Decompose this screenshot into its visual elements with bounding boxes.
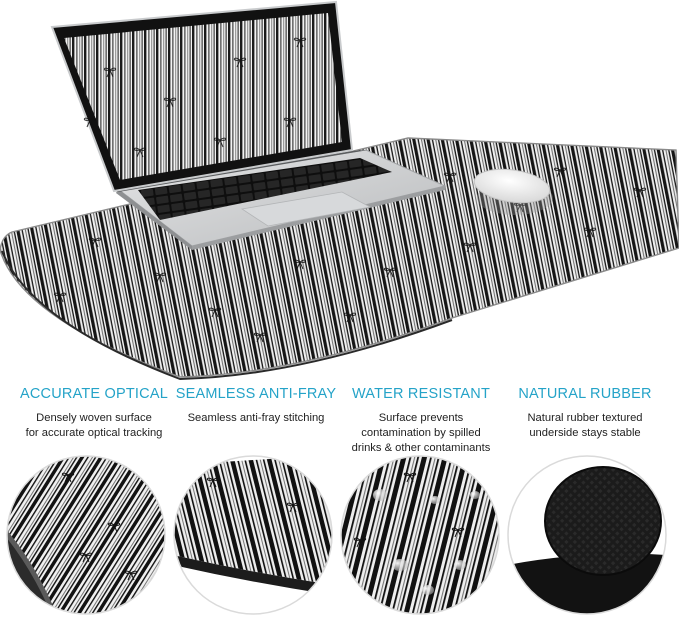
feature-description: Surface prevents contamination by spille… — [336, 411, 506, 456]
feature-description: Densely woven surface for accurate optic… — [9, 411, 179, 441]
water-droplets-closeup — [340, 455, 500, 615]
feature-description-line: Seamless anti-fray stitching — [187, 412, 325, 424]
rubber-base-closeup — [507, 455, 667, 615]
feature-description: Natural rubber textured underside stays … — [500, 411, 670, 441]
feature-title: NATURAL RUBBER — [518, 386, 652, 402]
stitched-edge-closeup — [173, 455, 333, 615]
feature-title: SEAMLESS ANTI-FRAY — [175, 386, 337, 402]
feature-description-line: Densely woven surface — [36, 412, 152, 424]
feature-description-line: for accurate optical tracking — [25, 427, 163, 439]
feature-water-resistant: WATER RESISTANT Surface prevents contami… — [336, 386, 506, 456]
product-photo — [0, 0, 679, 380]
water-droplet — [373, 489, 480, 595]
feature-title: WATER RESISTANT — [351, 386, 491, 402]
feature-description-line: Natural rubber textured — [527, 412, 643, 424]
wireless-mouse — [473, 168, 553, 215]
feature-description: Seamless anti-fray stitching — [171, 411, 341, 426]
pad-rolled-edge-closeup — [6, 455, 166, 615]
feature-description-line: drinks & other contaminants — [351, 442, 491, 454]
feature-description-line: contamination by spilled — [361, 427, 481, 439]
feature-description-line: Surface prevents — [378, 412, 464, 424]
feature-natural-rubber: NATURAL RUBBER Natural rubber textured u… — [500, 386, 670, 441]
feature-accurate-optical: ACCURATE OPTICAL Densely woven surface f… — [9, 386, 179, 441]
feature-description-line: underside stays stable — [529, 427, 641, 439]
laptop — [50, 0, 447, 250]
feature-seamless-anti-fray: SEAMLESS ANTI-FRAY Seamless anti-fray st… — [171, 386, 341, 426]
feature-title: ACCURATE OPTICAL — [20, 386, 168, 402]
